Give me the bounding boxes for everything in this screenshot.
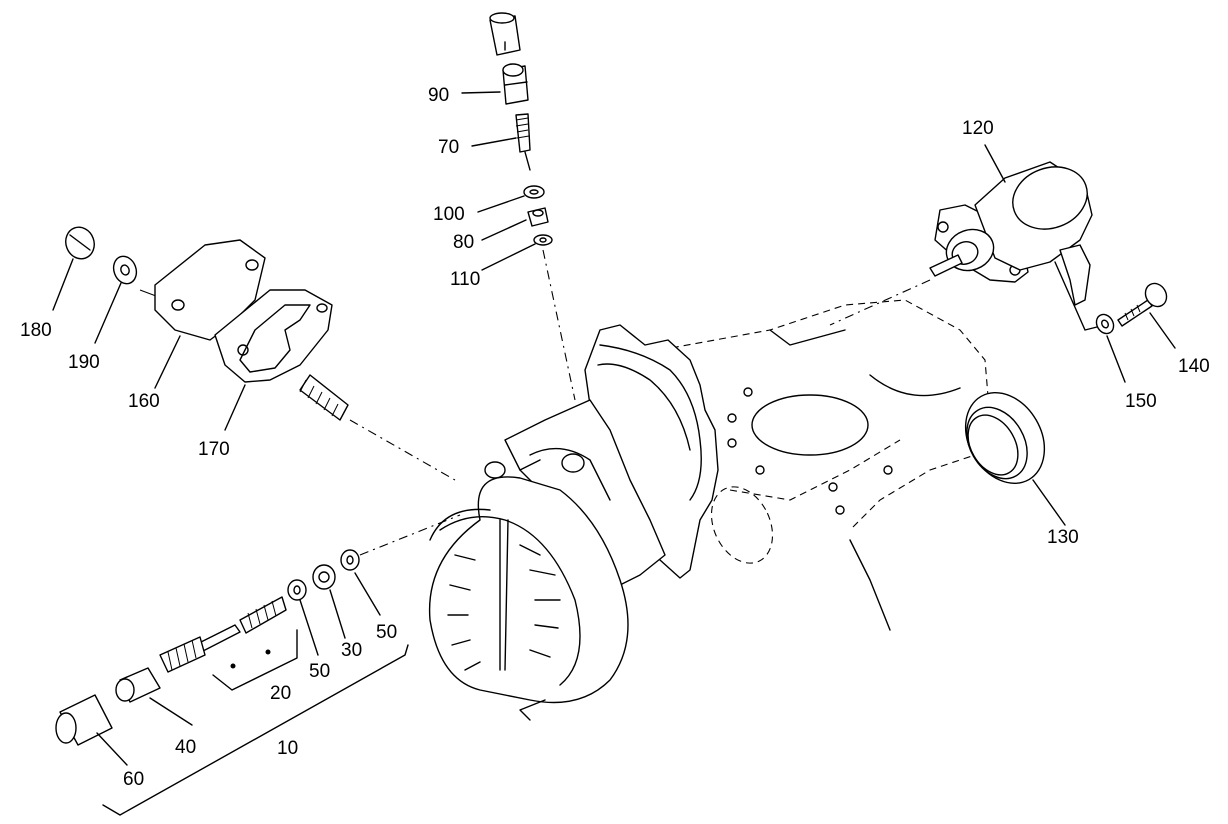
callout-90: 90 — [428, 85, 449, 106]
callout-120: 120 — [962, 118, 994, 139]
solenoid-assembly — [929, 161, 1106, 331]
callout-130: 130 — [1047, 527, 1079, 548]
callout-160: 160 — [128, 391, 160, 412]
callout-170: 170 — [198, 439, 230, 460]
housing — [428, 299, 991, 721]
callout-150: 150 — [1125, 391, 1157, 412]
callout-110: 110 — [450, 269, 480, 290]
callout-80: 80 — [453, 232, 474, 253]
callout-190: 190 — [68, 352, 100, 373]
callout-60: 60 — [123, 769, 144, 790]
adjuster-assembly — [55, 549, 409, 816]
leader-lines — [52, 91, 1176, 766]
left-flange-group — [65, 226, 349, 421]
bolt-washer — [1095, 282, 1168, 335]
callout-100: 100 — [433, 204, 465, 225]
callout-140: 140 — [1178, 356, 1210, 377]
callout-50-right: 50 — [376, 622, 397, 643]
callout-40: 40 — [175, 737, 196, 758]
callout-10: 10 — [277, 738, 298, 759]
callout-50-left: 50 — [309, 661, 330, 682]
seal-ring — [964, 392, 1046, 484]
callout-20: 20 — [270, 683, 291, 704]
callout-70: 70 — [438, 137, 459, 158]
callout-30: 30 — [341, 640, 362, 661]
callout-180: 180 — [20, 320, 52, 341]
callout-labels: 90 70 100 80 110 120 130 140 150 180 190… — [20, 85, 1210, 790]
top-stack — [489, 12, 553, 246]
